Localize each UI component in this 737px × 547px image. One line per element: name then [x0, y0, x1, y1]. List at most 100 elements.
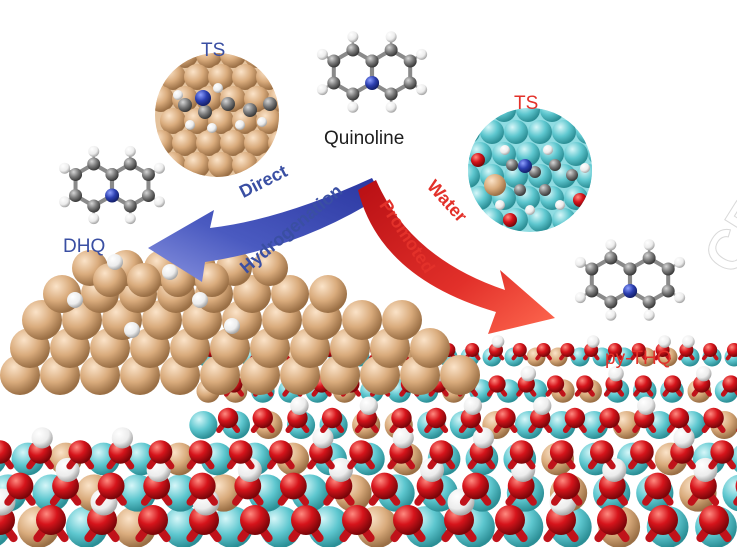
oxygen-atom: [6, 472, 34, 500]
hydrogen-atom: [674, 292, 686, 304]
nickel-atom: [244, 130, 270, 156]
nickel-atom: [172, 53, 198, 68]
oxygen-atom: [560, 343, 575, 357]
oxygen-atom: [36, 505, 66, 535]
dhq-label: DHQ: [63, 236, 106, 257]
hydrogen-atom: [124, 213, 136, 225]
hydrogen-atom: [525, 205, 535, 215]
hydrogen-atom: [224, 318, 240, 334]
oxygen-atom: [495, 407, 516, 429]
oxide-cation-atom: [564, 142, 588, 166]
nickel-atom: [256, 108, 279, 134]
oxide-cation-atom: [576, 208, 592, 232]
oxide-cation-atom: [492, 108, 516, 122]
oxygen-atom: [644, 472, 672, 500]
carbon-atom: [123, 157, 137, 171]
nickel-atom: [252, 250, 288, 286]
hydrogen-atom: [495, 200, 505, 210]
nickel-atom: [256, 64, 279, 90]
carbon-atom: [661, 284, 675, 298]
oxygen-atom: [97, 472, 125, 500]
nickel-atom: [155, 53, 174, 68]
nickel-cluster: [0, 250, 480, 395]
nickel-atom: [184, 152, 210, 177]
hydrogen-atom: [643, 239, 655, 251]
carbon-atom: [585, 284, 599, 298]
nickel-atom: [342, 300, 382, 340]
oxygen-atom: [252, 407, 273, 429]
oxygen-atom: [228, 440, 253, 464]
hydrogen-atom: [416, 48, 428, 60]
oxygen-atom: [503, 213, 517, 227]
hydrogen-atom: [124, 145, 136, 157]
py-thq-label: py-THQ: [605, 348, 672, 369]
carbon-atom: [69, 168, 83, 181]
oxide-cation-atom: [480, 120, 504, 144]
water-promoted-arrow: [358, 180, 555, 334]
oxygen-atom: [573, 193, 587, 207]
nickel-atom: [268, 130, 279, 156]
hydrogen-atom: [520, 365, 537, 382]
oxygen-atom: [549, 440, 574, 464]
hydrogen-atom: [491, 335, 505, 348]
oxide-cation-atom: [528, 208, 552, 232]
hydrogen-atom: [59, 196, 71, 208]
carbon-atom: [604, 295, 618, 309]
oxygen-atom: [597, 505, 627, 535]
hydrogen-atom: [674, 256, 686, 268]
nickel-atom: [196, 130, 222, 156]
hydrogen-atom: [328, 457, 353, 482]
oxide-cation-atom: [468, 120, 480, 144]
oxygen-atom: [512, 343, 527, 357]
nickel-atom: [271, 275, 309, 313]
oxygen-atom: [240, 505, 270, 535]
oxide-cation-atom: [540, 108, 564, 122]
oxygen-atom: [425, 407, 447, 429]
hydrogen-atom: [257, 117, 267, 127]
hydrogen-atom: [574, 256, 586, 268]
hydrogen-atom: [419, 457, 445, 482]
oxide-cation-atom: [588, 186, 592, 210]
oxygen-atom: [599, 407, 620, 429]
oxide-support-slab: [0, 335, 737, 547]
hydrogen-atom: [580, 163, 590, 173]
carbon-atom: [529, 166, 541, 178]
oxygen-atom: [710, 440, 734, 464]
oxygen-atom: [553, 472, 581, 500]
nitrogen-atom: [365, 76, 380, 90]
hydrogen-atom: [673, 427, 695, 449]
hydrogen-atom: [637, 396, 656, 415]
oxide-cation-atom: [576, 120, 592, 144]
hydrogen-atom: [162, 264, 178, 280]
hydrogen-atom: [316, 84, 328, 96]
oxygen-atom: [634, 375, 652, 393]
hydrogen-atom: [347, 101, 359, 113]
carbon-atom: [642, 295, 656, 309]
hydrogen-atom: [586, 335, 600, 348]
oxide-cation-atom: [516, 108, 540, 122]
hydrogen-atom: [153, 196, 165, 208]
ts-right-label: TS: [514, 93, 539, 114]
hydrogen-atom: [347, 31, 359, 43]
hydrogen-atom: [185, 120, 195, 130]
carbon-atom: [403, 54, 417, 68]
oxygen-atom: [465, 343, 480, 357]
carbon-atom: [506, 159, 518, 171]
hydrogen-atom: [605, 239, 617, 251]
oxide-cation-atom: [504, 120, 528, 144]
nickel-atom: [208, 64, 234, 90]
carbon-atom: [87, 199, 101, 213]
nickel-atom: [484, 174, 506, 196]
hydrogen-atom: [416, 84, 428, 96]
oxygen-atom: [188, 440, 213, 464]
oxide-cation-atom: [468, 108, 492, 122]
oxygen-atom: [576, 375, 594, 393]
hydrogen-atom: [392, 427, 414, 449]
nitrogen-atom: [623, 284, 638, 298]
carbon-atom: [178, 98, 192, 112]
carbon-atom: [642, 251, 656, 265]
oxygen-atom: [0, 440, 12, 464]
nickel-atom: [93, 263, 127, 297]
carbon-atom: [604, 251, 618, 265]
carbon-atom: [123, 199, 137, 213]
